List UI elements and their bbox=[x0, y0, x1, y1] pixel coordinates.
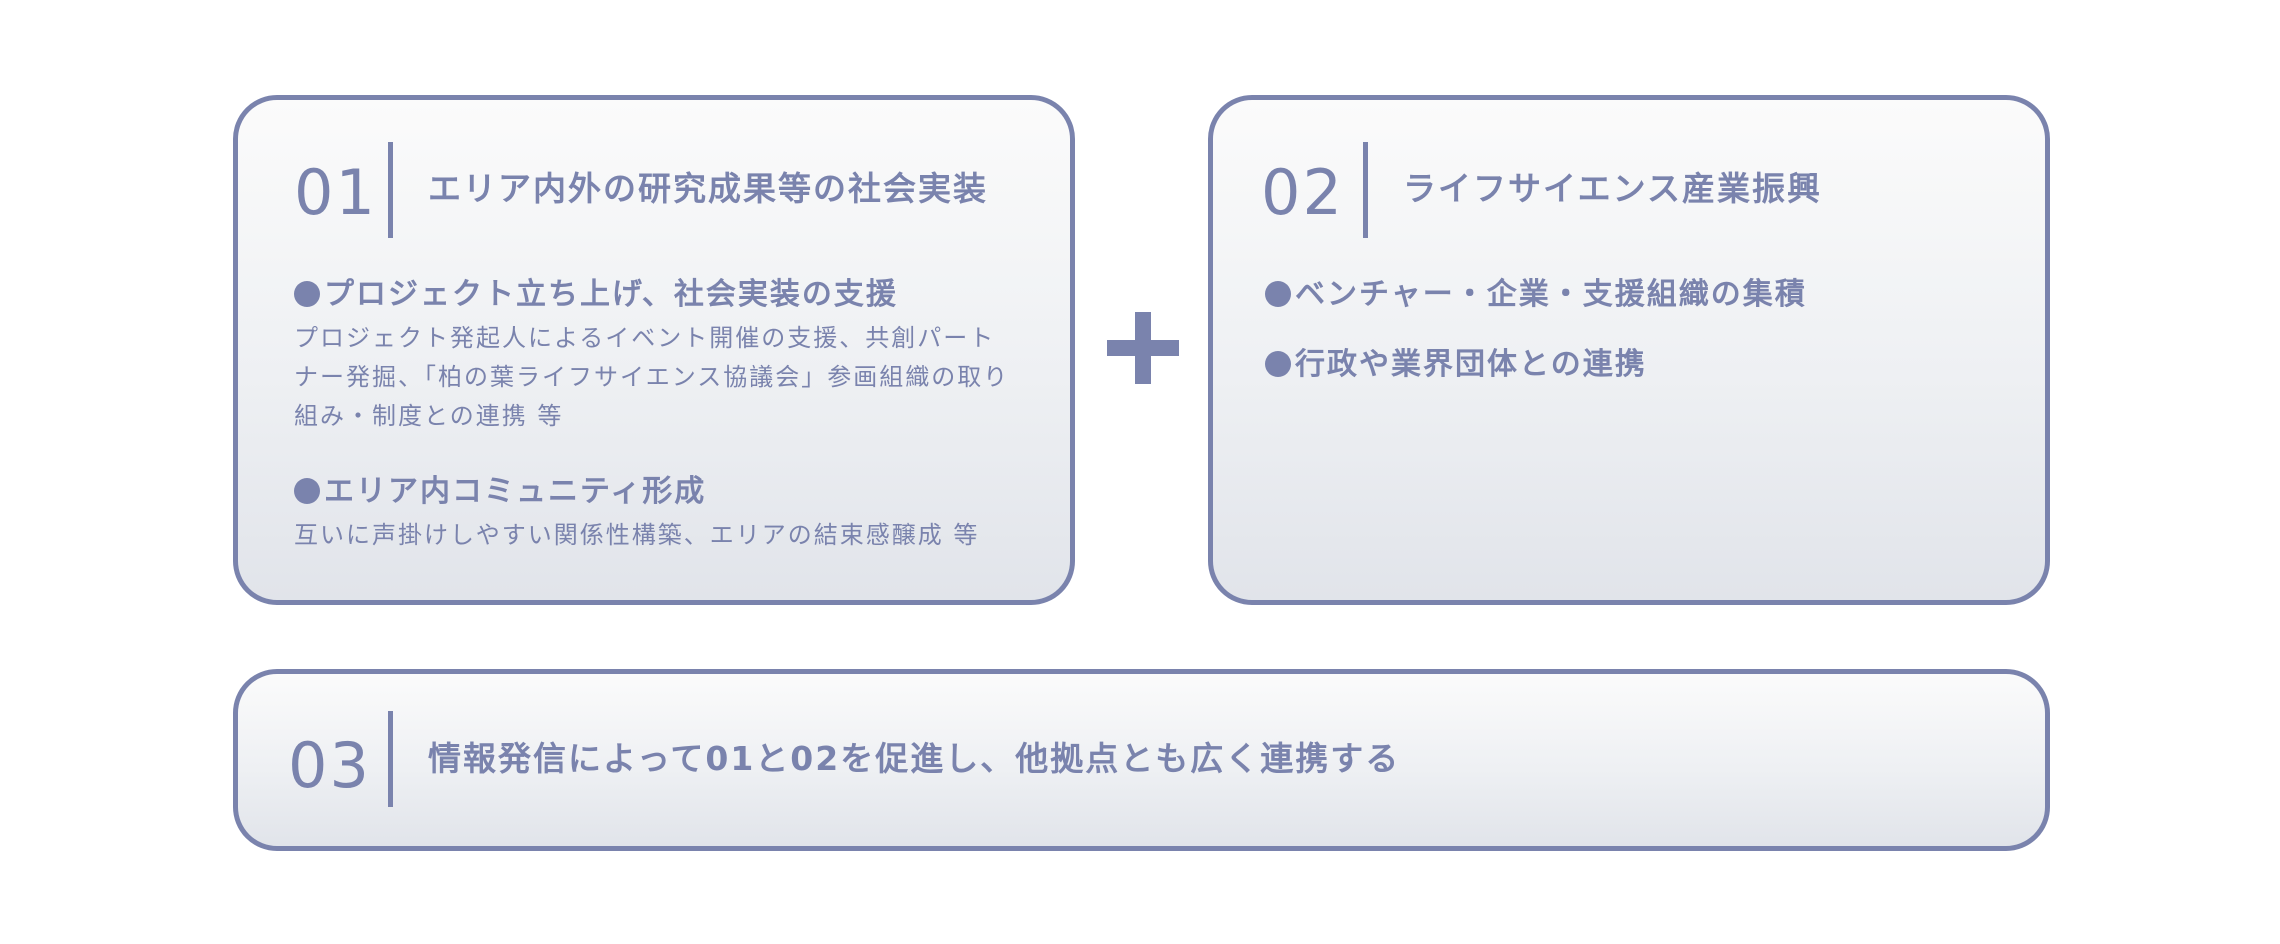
bullet-title-text: プロジェクト立ち上げ、社会実装の支援 bbox=[324, 277, 898, 312]
bullet-dot bbox=[294, 281, 320, 307]
divider-bar bbox=[1363, 142, 1368, 238]
bullet-description: 互いに声掛けしやすい関係性構築、エリアの結束感醸成 等 bbox=[294, 516, 979, 555]
card-number: 01 bbox=[294, 156, 377, 229]
bullet-description: プロジェクト発起人によるイベント開催の支援、共創パート ナー発掘、「柏の葉ライフ… bbox=[294, 319, 1009, 436]
bullet-title-text: 行政や業界団体との連携 bbox=[1295, 347, 1647, 382]
card-number: 03 bbox=[288, 729, 371, 802]
card-02: 02 ライフサイエンス産業振興 ベンチャー・企業・支援組織の集積 行政や業界団体… bbox=[1208, 95, 2050, 605]
description-line: 互いに声掛けしやすい関係性構築、エリアの結束感醸成 等 bbox=[294, 521, 980, 549]
bullet-title-text: ベンチャー・企業・支援組織の集積 bbox=[1295, 277, 1807, 312]
card-01: 01 エリア内外の研究成果等の社会実装 プロジェクト立ち上げ、社会実装の支援 プ… bbox=[233, 95, 1075, 605]
divider-bar bbox=[388, 711, 393, 807]
plus-icon bbox=[1107, 312, 1179, 384]
bullet-title: ベンチャー・企業・支援組織の集積 bbox=[1265, 280, 1807, 310]
card-heading: ライフサイエンス産業振興 bbox=[1403, 169, 1823, 208]
card-03: 03 情報発信によって01と02を促進し、他拠点とも広く連携する bbox=[233, 669, 2050, 851]
description-line: 組み・制度との連携 等 bbox=[294, 402, 564, 430]
description-line: プロジェクト発起人によるイベント開催の支援、共創パート bbox=[294, 324, 996, 352]
description-line: ナー発掘、「柏の葉ライフサイエンス協議会」参画組織の取り bbox=[294, 363, 1010, 391]
divider-bar bbox=[388, 142, 393, 238]
card-heading: エリア内外の研究成果等の社会実装 bbox=[428, 169, 988, 208]
bullet-title: プロジェクト立ち上げ、社会実装の支援 bbox=[294, 280, 898, 310]
bullet-title: 行政や業界団体との連携 bbox=[1265, 350, 1647, 380]
bullet-dot bbox=[1265, 351, 1291, 377]
bullet-title-text: エリア内コミュニティ形成 bbox=[324, 474, 707, 509]
bullet-dot bbox=[1265, 281, 1291, 307]
card-number: 02 bbox=[1261, 156, 1344, 229]
bullet-dot bbox=[294, 478, 320, 504]
card-heading: 情報発信によって01と02を促進し、他拠点とも広く連携する bbox=[428, 739, 1401, 778]
bullet-title: エリア内コミュニティ形成 bbox=[294, 477, 706, 507]
